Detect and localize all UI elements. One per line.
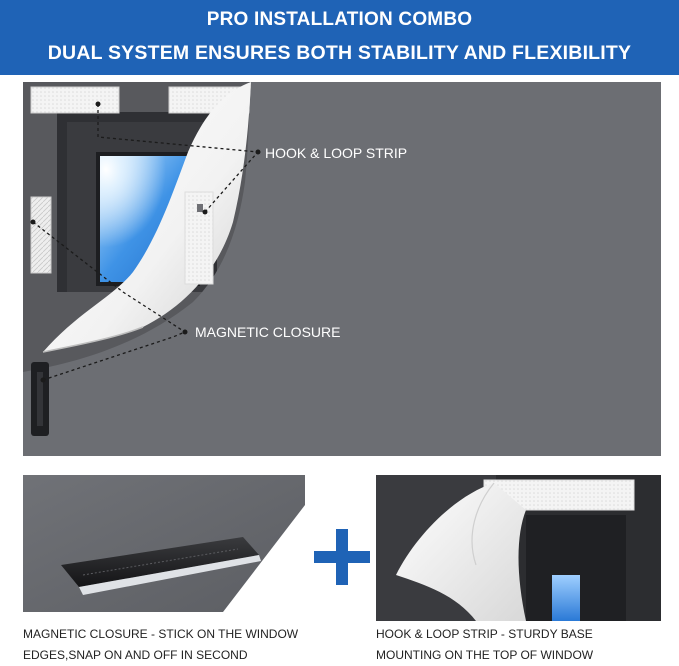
- magnetic-closure-detail: [23, 475, 305, 612]
- hook-loop-detail: [376, 475, 661, 621]
- callout-magnetic: MAGNETIC CLOSURE: [195, 324, 341, 340]
- caption-magnetic-line2: EDGES,SNAP ON AND OFF IN SECOND: [23, 648, 248, 662]
- magnetic-closure-art: [23, 475, 305, 612]
- plus-icon: [314, 529, 370, 585]
- caption-hook-line1: HOOK & LOOP STRIP - STURDY BASE: [376, 627, 593, 641]
- main-illustration: HOOK & LOOP STRIP MAGNETIC CLOSURE: [23, 82, 661, 456]
- banner-subtitle: DUAL SYSTEM ENSURES BOTH STABILITY AND F…: [47, 42, 632, 64]
- main-illustration-art: [23, 82, 661, 456]
- header-banner: PRO INSTALLATION COMBO DUAL SYSTEM ENSUR…: [0, 0, 679, 75]
- callout-hook-loop: HOOK & LOOP STRIP: [265, 145, 408, 161]
- banner-title: PRO INSTALLATION COMBO: [206, 9, 473, 30]
- caption-magnetic-line1: MAGNETIC CLOSURE - STICK ON THE WINDOW: [23, 627, 299, 641]
- caption-hook-line2: MOUNTING ON THE TOP OF WINDOW: [376, 648, 594, 662]
- hook-loop-art: [376, 475, 661, 621]
